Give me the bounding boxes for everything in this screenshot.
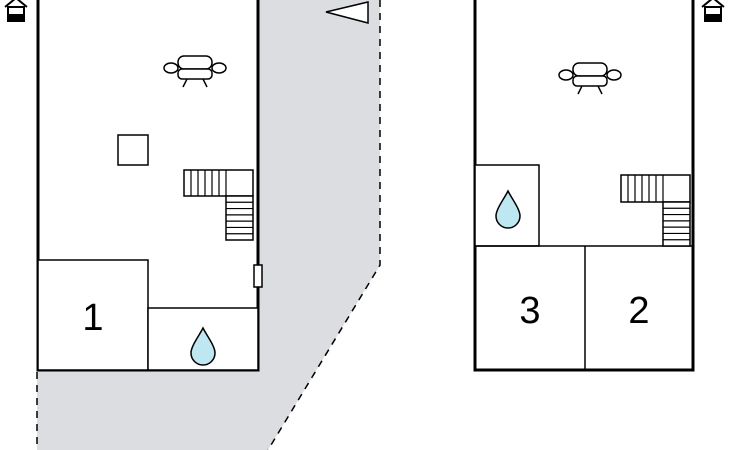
stairs-icon (183, 169, 254, 241)
terrace-area (37, 0, 380, 450)
room-2-number: 2 (628, 290, 649, 332)
terrace-dashed-right (267, 0, 381, 450)
north-arrow-icon (325, 1, 369, 24)
floor-right: 3 2 (473, 0, 725, 372)
room-1-number: 1 (82, 297, 103, 339)
floor-left: 1 (4, 0, 381, 450)
side-door (253, 264, 263, 288)
room-1 (37, 259, 149, 371)
house-entrance-icon (701, 0, 725, 22)
square-fixture (117, 134, 149, 166)
stairs-icon (620, 174, 691, 247)
room-3-number: 3 (519, 290, 540, 332)
house-entrance-icon (4, 0, 28, 22)
